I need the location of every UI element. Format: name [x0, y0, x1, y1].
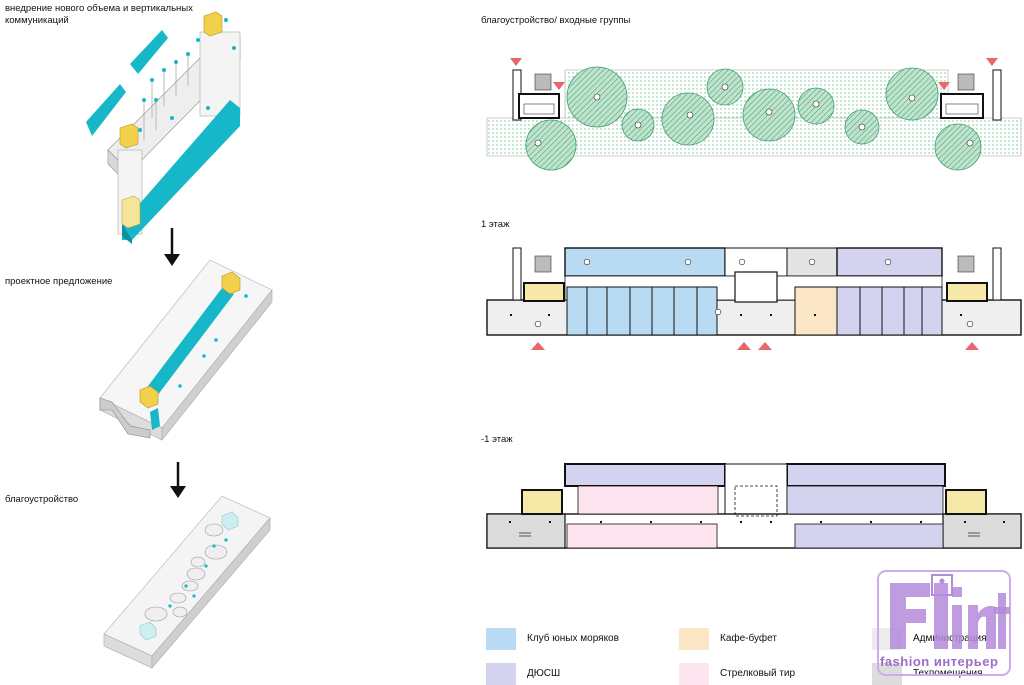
legend-swatch-dyussh — [486, 663, 516, 685]
step1-label: внедрение нового объема и вертикальных к… — [5, 3, 193, 26]
legend-label-admin: Администрация — [913, 633, 987, 644]
site-right-entrance — [938, 58, 1002, 121]
arrow-down-1 — [164, 228, 180, 266]
tree-canopies — [525, 66, 982, 171]
site-plan-title: благоустройство/ входные группы — [481, 15, 631, 26]
site-left-entrance — [510, 58, 565, 121]
legend-label-cafe: Кафе-буфет — [720, 633, 777, 644]
step3-label: благоустройство — [5, 494, 79, 505]
axon-step1 — [86, 11, 241, 244]
legend-swatch-club — [486, 628, 516, 650]
axon-step2 — [99, 259, 273, 441]
site-plan-drawing — [486, 58, 1022, 171]
basement-plan — [486, 463, 1022, 549]
legend-swatch-shooting — [679, 663, 709, 685]
axon-step3 — [103, 495, 271, 669]
watermark-caption: fashion интерьер — [880, 654, 999, 669]
legend-label-dyussh: ДЮСШ — [527, 668, 561, 679]
legend-label-shooting: Стрелковый тир — [720, 668, 796, 679]
floor1-plan-title: 1 этаж — [481, 219, 510, 230]
floor1-plan — [486, 247, 1022, 350]
step2-label: проектное предложение — [5, 276, 113, 287]
legend-swatch-cafe — [679, 628, 709, 650]
watermark-logo — [877, 570, 1011, 676]
axonometric-diagrams — [86, 11, 273, 669]
arrow-down-2 — [170, 462, 186, 498]
basement-plan-title: -1 этаж — [481, 434, 513, 445]
legend-label-club: Клуб юных моряков — [527, 633, 619, 644]
legend-label-tech: Техпомещения — [913, 668, 983, 679]
